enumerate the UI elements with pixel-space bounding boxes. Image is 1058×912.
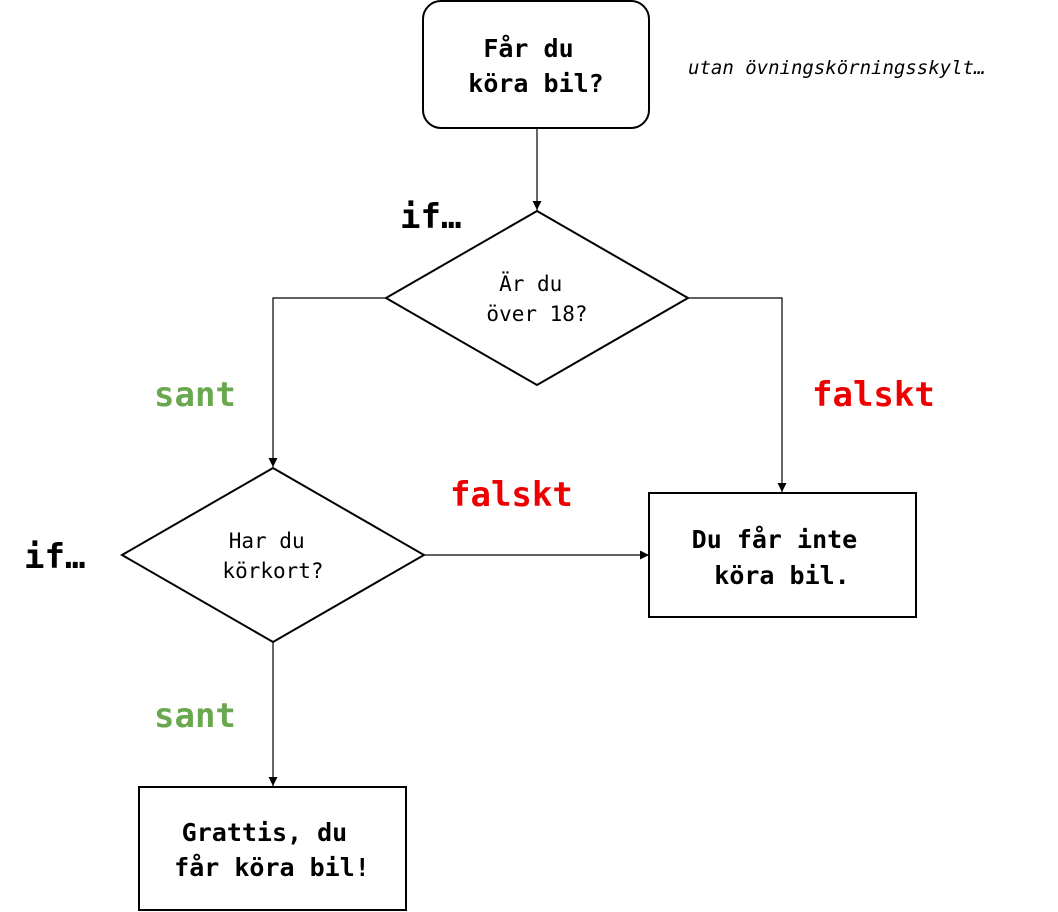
result-no-label: Du får inte köra bil. [692,525,873,590]
decision-age-line-1: Är du [499,271,562,296]
decision-age [383,209,691,387]
label-age-true: sant [154,375,236,415]
edge-age-true [268,297,386,467]
result-no-line-2: köra bil. [714,561,849,590]
result-yes-line-2: får köra bil! [174,853,370,882]
decision-license-line-1: Har du [229,529,305,553]
start-node-line-2: köra bil? [468,69,603,98]
result-yes-label: Grattis, du får köra bil! [174,818,370,882]
decision-license-line-2: körkort? [222,559,323,583]
edge-age-false [688,297,787,492]
start-node-line-1: Får du [483,34,573,63]
start-node [422,0,650,129]
if-keyword-1: if… [400,197,461,237]
decision-license [119,466,427,644]
result-yes-line-1: Grattis, du [182,818,348,847]
decision-age-label: Är du över 18? [486,271,587,326]
if-keyword-2: if… [24,537,85,577]
decision-age-line-2: över 18? [486,302,587,326]
label-license-true: sant [154,696,236,736]
start-node-label: Får du köra bil? [468,34,603,98]
label-age-false: falskt [812,375,935,415]
decision-license-label: Har du körkort? [222,529,323,583]
result-yes-node [138,786,407,911]
result-no-node [648,492,917,618]
label-license-false: falskt [450,475,573,515]
result-no-line-1: Du får inte [692,525,858,554]
note-text: utan övningskörningsskylt… [688,57,985,79]
